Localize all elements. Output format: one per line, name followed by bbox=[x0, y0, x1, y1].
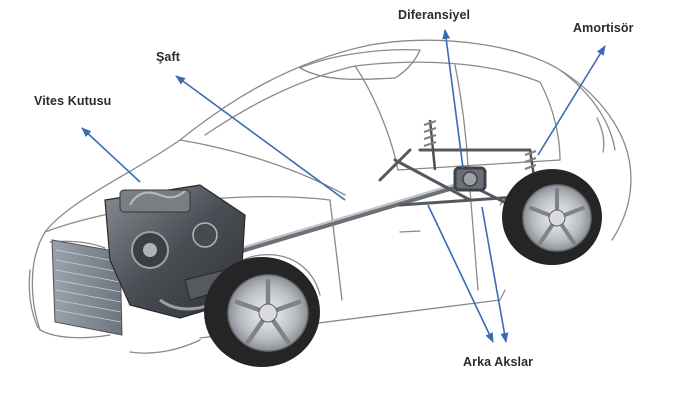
arrow-vites-kutusu bbox=[81, 127, 141, 183]
rear-wheel bbox=[502, 169, 602, 265]
label-saft: Şaft bbox=[156, 50, 181, 64]
label-vites-kutusu: Vites Kutusu bbox=[34, 94, 112, 108]
label-amortisor: Amortisör bbox=[573, 21, 634, 35]
callout-arrows bbox=[81, 29, 606, 343]
label-arka-akslar: Arka Akslar bbox=[463, 355, 534, 369]
arrow-amortisor bbox=[537, 45, 606, 156]
drive-shaft bbox=[212, 179, 473, 261]
radiator bbox=[51, 239, 123, 336]
arrow-arka-aks-right bbox=[481, 206, 509, 343]
arrow-arka-aks-left bbox=[427, 204, 494, 343]
arrow-diferansiyel bbox=[442, 29, 464, 169]
arrow-saft bbox=[175, 75, 346, 201]
label-diferansiyel: Diferansiyel bbox=[398, 8, 471, 22]
front-wheel bbox=[204, 257, 320, 367]
